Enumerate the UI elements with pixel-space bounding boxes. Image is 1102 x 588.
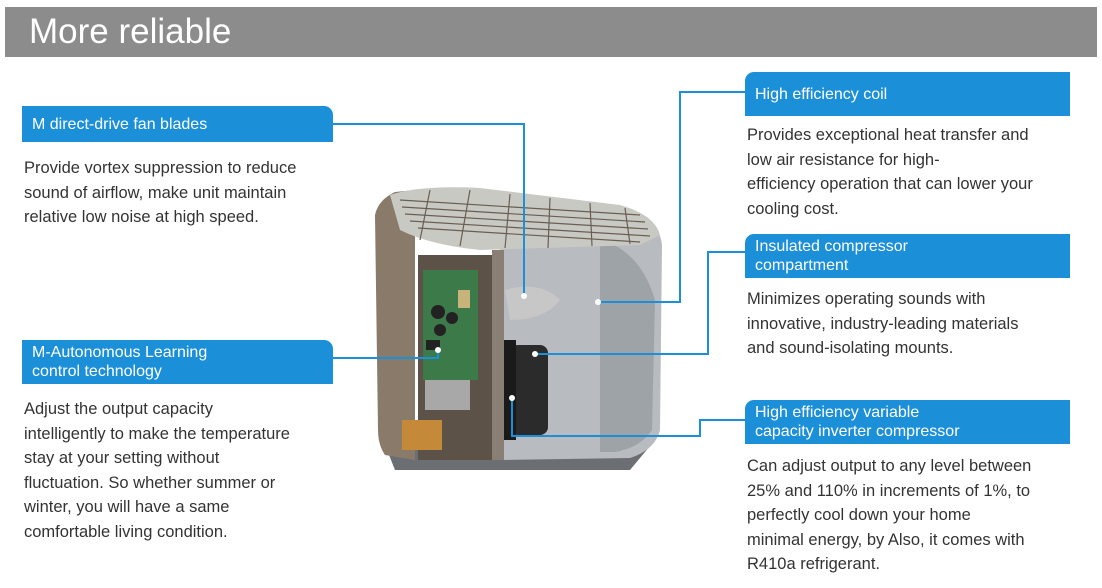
compressor-body bbox=[510, 345, 548, 435]
control-board bbox=[423, 270, 478, 380]
compressor-pipe bbox=[504, 340, 516, 440]
compressor-desc-line: Can adjust output to any level between bbox=[747, 457, 1032, 475]
page-title: More reliable bbox=[29, 12, 232, 51]
learning-control-label-text: M-Autonomous Learning bbox=[32, 344, 208, 361]
compressor-desc-line: 25% and 110% in increments of 1%, to bbox=[747, 481, 1031, 500]
coil-desc-line: Provides exceptional heat transfer and bbox=[747, 126, 1029, 144]
learning-control-desc-line: comfortable living condition. bbox=[24, 522, 228, 541]
unit-left-panel bbox=[375, 190, 415, 460]
leader-dots bbox=[435, 293, 601, 401]
learning-control-desc-line: Adjust the output capacity bbox=[24, 400, 213, 418]
compartment-desc-line: innovative, industry-leading materials bbox=[747, 314, 1019, 333]
compressor-desc-line: R410a refrigerant. bbox=[747, 555, 880, 573]
learning-control-label: M-Autonomous Learning control technology bbox=[22, 340, 333, 384]
learning-control-desc-line: fluctuation. So whether summer or bbox=[24, 473, 276, 492]
coil-label-text: High efficiency coil bbox=[755, 85, 888, 103]
compressor-desc-line: perfectly cool down your home bbox=[747, 506, 971, 524]
compartment-description: Minimizes operating sounds with innovati… bbox=[747, 287, 1018, 361]
divider-panel bbox=[492, 250, 504, 460]
compressor-description: Can adjust output to any level between 2… bbox=[747, 454, 1031, 577]
fan-blade bbox=[505, 286, 560, 320]
compartment-label-text: compartment bbox=[755, 257, 849, 274]
compressor-label-text: High efficiency variable bbox=[755, 404, 920, 421]
coil-desc-line: cooling cost. bbox=[747, 199, 839, 218]
learning-control-desc-line: stay at your setting without bbox=[24, 449, 220, 467]
coil-desc-line: efficiency operation that can lower your bbox=[747, 175, 1033, 193]
compressor-label: High efficiency variable capacity invert… bbox=[745, 400, 1070, 444]
leader-lines bbox=[333, 91, 745, 437]
coil-label: High efficiency coil bbox=[745, 72, 1070, 116]
top-grille-lines bbox=[399, 189, 651, 249]
learning-control-description: Adjust the output capacity intelligently… bbox=[24, 397, 290, 544]
fan-blades-desc-line: Provide vortex suppression to reduce bbox=[24, 159, 297, 177]
terminal-block bbox=[425, 380, 470, 410]
fan-blades-label: M direct-drive fan blades bbox=[22, 106, 333, 142]
valve-fittings bbox=[402, 420, 442, 450]
fan-blades-description: Provide vortex suppression to reduce sou… bbox=[24, 156, 296, 230]
coil-description: Provides exceptional heat transfer and l… bbox=[747, 123, 1033, 221]
compressor-label-text: capacity inverter compressor bbox=[755, 423, 960, 440]
compartment-label: Insulated compressor compartment bbox=[745, 234, 1070, 278]
board-components bbox=[426, 290, 470, 350]
fan-blades-desc-line: sound of airflow, make unit maintain bbox=[24, 183, 287, 202]
compartment-desc-line: and sound-isolating mounts. bbox=[747, 339, 954, 357]
compressor-desc-line: minimal energy, by Also, it comes with bbox=[747, 530, 1025, 549]
learning-control-desc-line: winter, you will have a same bbox=[24, 498, 230, 516]
compartment-label-text: Insulated compressor bbox=[755, 238, 908, 255]
fan-blades-label-text: M direct-drive fan blades bbox=[32, 115, 208, 133]
coil-desc-line: low air resistance for high- bbox=[747, 150, 940, 169]
fan-blades-desc-line: relative low noise at high speed. bbox=[24, 208, 259, 226]
compartment-desc-line: Minimizes operating sounds with bbox=[747, 290, 986, 308]
learning-control-label-text: control technology bbox=[32, 363, 162, 380]
title-bar: More reliable bbox=[5, 7, 1097, 57]
learning-control-desc-line: intelligently to make the temperature bbox=[24, 424, 290, 443]
unit-shell-shade bbox=[600, 240, 655, 452]
